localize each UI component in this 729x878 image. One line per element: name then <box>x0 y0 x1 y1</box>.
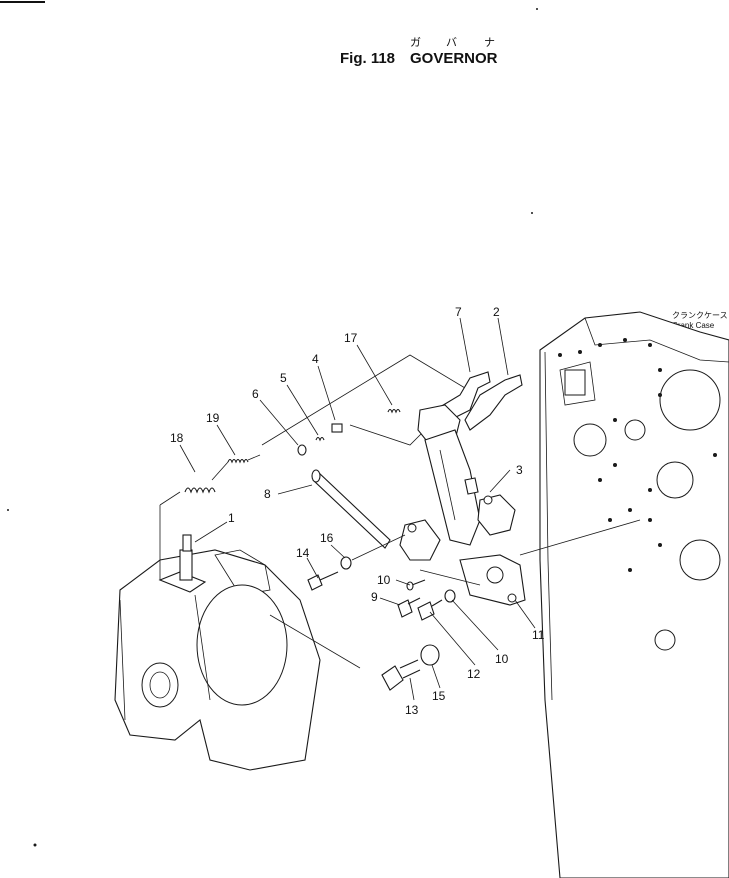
part-10-washer-lower <box>444 589 456 603</box>
figure-title: ガ バ ナ Fig. 118 GOVERNOR <box>340 36 498 67</box>
leader-lines <box>179 317 536 701</box>
part-11-bracket <box>399 519 641 606</box>
part-15-washer <box>420 644 440 666</box>
part-4-pin <box>331 423 343 433</box>
callout-13: 13 <box>405 703 419 717</box>
scan-speck <box>531 212 533 214</box>
scan-speck <box>33 843 37 847</box>
part-8-shaft <box>311 469 391 549</box>
callout-4: 4 <box>312 352 319 366</box>
callout-16: 16 <box>320 531 334 545</box>
callout-15: 15 <box>432 689 446 703</box>
gear-case-housing <box>114 549 321 771</box>
title-kana-3: ナ <box>484 36 495 49</box>
crank-case-housing <box>539 311 729 878</box>
scan-speck <box>536 8 538 10</box>
callout-5: 5 <box>280 371 287 385</box>
title-kana-1: ガ <box>410 36 421 49</box>
callout-10-upper: 10 <box>377 573 391 587</box>
title-kana-2: バ <box>446 36 457 49</box>
callout-10-lower: 10 <box>495 652 509 666</box>
part-14-bolt <box>307 571 339 591</box>
part-17-spring <box>387 408 401 414</box>
callout-17: 17 <box>344 331 358 345</box>
callout-6: 6 <box>252 387 259 401</box>
part-19-spring <box>211 454 261 481</box>
callout-19: 19 <box>206 411 220 425</box>
figure-number: Fig. 118 <box>340 50 395 67</box>
part-18-spring <box>159 487 216 506</box>
figure-name: GOVERNOR <box>410 50 498 67</box>
part-5-spring <box>315 436 325 442</box>
callout-3: 3 <box>516 463 523 477</box>
crank-case-label-jp: クランクケース <box>672 311 728 320</box>
callout-9: 9 <box>371 590 378 604</box>
part-10-bolt-upper <box>406 579 426 591</box>
part-2-lever <box>464 374 523 431</box>
governor-arm <box>424 429 516 546</box>
part-13-bolt <box>381 659 421 691</box>
callout-7: 7 <box>455 305 462 319</box>
scan-speck <box>7 509 9 511</box>
callout-2: 2 <box>493 305 500 319</box>
callout-8: 8 <box>264 487 271 501</box>
part-16-washer <box>340 534 406 570</box>
callout-11: 11 <box>532 628 545 642</box>
part-9-bolt <box>397 597 421 618</box>
part-12-bolt <box>417 599 443 621</box>
callout-14: 14 <box>296 546 310 560</box>
part-1-governor-shaft <box>158 505 207 593</box>
callout-12: 12 <box>467 667 481 681</box>
crank-case-label-en: Crank Case <box>672 321 715 330</box>
callout-1: 1 <box>228 511 235 525</box>
callout-numbers: 7 2 17 4 5 6 19 18 3 8 1 16 14 10 9 11 1… <box>170 305 545 717</box>
part-6-ring <box>297 444 307 456</box>
callout-18: 18 <box>170 431 184 445</box>
